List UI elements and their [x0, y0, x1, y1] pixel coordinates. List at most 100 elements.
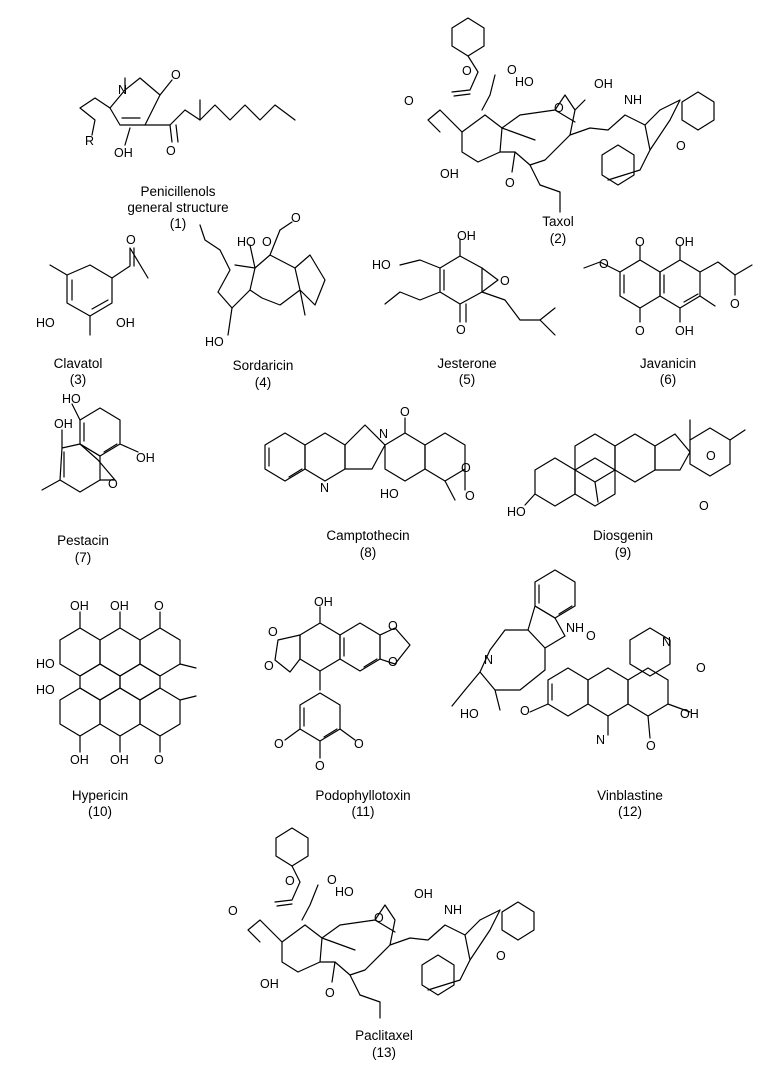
caption-number: (8)	[360, 545, 377, 560]
atom-oh: OH	[680, 707, 699, 721]
atom-ho: HO	[380, 487, 399, 501]
atom-oh: OH	[675, 324, 694, 338]
atom-o: O	[274, 737, 284, 751]
caption-number: (11)	[351, 804, 374, 819]
caption-name: Sordaricin	[233, 358, 294, 373]
atom-ho: HO	[205, 335, 224, 349]
atom-o: O	[374, 911, 384, 925]
atom-o: O	[228, 904, 238, 918]
structure-podophyllotoxin: OH O O O O O O O	[264, 595, 411, 773]
atom-oh: OH	[440, 167, 459, 181]
atom-o: O	[285, 874, 295, 888]
atom-o: O	[635, 324, 645, 338]
atom-o: O	[400, 405, 410, 419]
atom-o: O	[315, 759, 325, 773]
structure-hypericin: OH OH O HO HO OH OH O	[36, 599, 197, 767]
atom-o: O	[388, 655, 398, 669]
atom-n: N	[596, 733, 605, 747]
atom-oh: OH	[54, 417, 73, 431]
structure-javanicin: O OH O O OH O	[583, 235, 753, 338]
atom-o: O	[325, 986, 335, 1000]
atom-ho: HO	[460, 707, 479, 721]
atom-oh: OH	[260, 977, 279, 991]
atom-o: O	[154, 753, 164, 767]
atom-o: O	[388, 619, 398, 633]
caption-name: Paclitaxel	[355, 1028, 413, 1043]
atom-o: O	[496, 949, 506, 963]
atom-n: N	[379, 427, 388, 441]
atom-o: O	[465, 489, 475, 503]
atom-o: O	[554, 101, 564, 115]
atom-oh: OH	[110, 753, 129, 767]
atom-oh: OH	[675, 235, 694, 249]
atom-oh: OH	[314, 595, 333, 609]
atom-oh: OH	[414, 887, 433, 901]
atom-n: N	[662, 635, 671, 649]
atom-o: O	[676, 139, 686, 153]
atom-o: O	[599, 257, 609, 271]
atom-o: O	[507, 63, 517, 77]
caption-name: Jesterone	[437, 356, 496, 371]
caption-number: (9)	[615, 545, 632, 560]
atom-o: O	[171, 68, 181, 82]
atom-o: O	[262, 235, 272, 249]
structure-vinblastine: NH N O HO O N N O OH O	[451, 569, 706, 753]
caption-number: (2)	[550, 231, 567, 246]
atom-n: N	[484, 653, 493, 667]
caption-name: Javanicin	[640, 356, 696, 371]
atom-nh: NH	[566, 621, 584, 635]
atom-o: O	[327, 873, 337, 887]
atom-ho: HO	[335, 885, 354, 899]
caption-number: (12)	[618, 804, 642, 819]
atom-o: O	[505, 176, 515, 190]
structure-camptothecin: N N O O O HO	[264, 405, 475, 503]
atom-ho: HO	[515, 75, 534, 89]
atom-o: O	[635, 235, 645, 249]
atom-o: O	[291, 211, 301, 225]
caption-number: (7)	[75, 550, 92, 565]
atom-ho: HO	[507, 505, 526, 519]
structure-paclitaxel: O O O HO OH O O OH NH O	[228, 827, 535, 1019]
structure-sordaricin: HO O O HO	[199, 211, 326, 349]
atom-o: O	[126, 233, 136, 247]
atom-o: O	[404, 94, 414, 108]
atom-ho: HO	[36, 657, 55, 671]
caption-name: Podophyllotoxin	[315, 788, 410, 803]
atom-o: O	[268, 625, 278, 639]
atom-ho: HO	[372, 258, 391, 272]
caption-name: general structure	[127, 200, 228, 215]
caption-name: Pestacin	[57, 533, 109, 548]
atom-o: O	[696, 661, 706, 675]
atom-nh: NH	[444, 903, 462, 917]
atom-o: O	[108, 477, 118, 491]
atom-oh: OH	[457, 229, 476, 243]
atom-oh: OH	[114, 146, 133, 160]
caption-name: Vinblastine	[597, 788, 663, 803]
atom-oh: OH	[594, 77, 613, 91]
caption-number: (13)	[372, 1045, 396, 1060]
atom-o: O	[586, 629, 596, 643]
caption-name: Clavatol	[54, 356, 103, 371]
atom-o: O	[699, 499, 709, 513]
structure-jesterone: OH HO O O	[372, 229, 556, 337]
caption-number: (10)	[88, 804, 112, 819]
caption-name: Taxol	[542, 214, 574, 229]
structure-pestacin: HO OH OH O	[41, 392, 155, 493]
structure-clavatol: O HO OH	[36, 233, 149, 336]
atom-o: O	[461, 461, 471, 475]
atom-ho: HO	[36, 683, 55, 697]
caption-number: (5)	[459, 372, 476, 387]
atom-nh: NH	[624, 93, 642, 107]
atom-o: O	[456, 323, 466, 337]
atom-oh: OH	[70, 599, 89, 613]
atom-n: N	[320, 481, 329, 495]
caption-number: (3)	[70, 372, 87, 387]
caption-name: Penicillenols	[140, 184, 215, 199]
atom-ho: HO	[237, 235, 256, 249]
atom-o: O	[646, 739, 656, 753]
caption-name: Camptothecin	[326, 528, 409, 543]
atom-o: O	[264, 659, 274, 673]
caption-name: Diosgenin	[593, 528, 653, 543]
atom-o: O	[354, 737, 364, 751]
